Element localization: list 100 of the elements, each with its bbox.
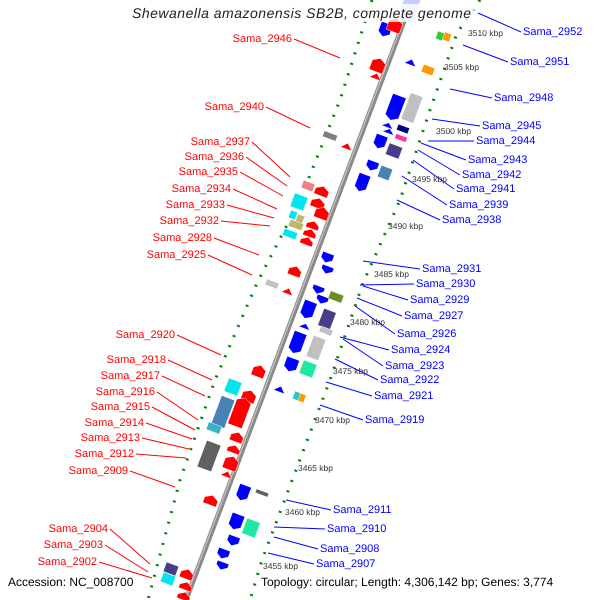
- gene-label: Sama_2904: [48, 522, 108, 536]
- gene-label: Sama_2913: [80, 431, 140, 445]
- leader-line: [208, 254, 252, 276]
- leader-line: [146, 422, 192, 440]
- gene-label: Sama_2941: [456, 182, 516, 196]
- gene-label: Sama_2918: [106, 353, 166, 367]
- leader-line: [220, 220, 270, 226]
- gene-label: Sama_2948: [494, 91, 554, 105]
- leader-line: [334, 358, 378, 380]
- leader-line: [362, 260, 420, 270]
- leader-line: [428, 140, 474, 142]
- gene-label: Sama_2920: [116, 328, 175, 342]
- leader-line: [162, 376, 206, 396]
- gene-label: Sama_2903: [44, 538, 103, 552]
- gene-label: Sama_2909: [68, 464, 128, 478]
- gene-label: Sama_2912: [74, 447, 134, 461]
- leader-line: [232, 188, 278, 210]
- gene-label: Sama_2924: [391, 343, 450, 357]
- gene-label: Sama_2902: [38, 555, 97, 569]
- leader-line: [356, 298, 402, 316]
- leader-line: [420, 142, 466, 160]
- gene-label: Sama_2937: [190, 135, 250, 149]
- leader-line: [104, 544, 148, 572]
- gene-label: Sama_2951: [510, 55, 570, 69]
- gene-label: Sama_2945: [482, 119, 542, 133]
- gene-label: Sama_2944: [476, 134, 536, 148]
- leader-line: [326, 382, 372, 396]
- gene-label: Sama_2910: [327, 522, 386, 536]
- leader-line: [142, 438, 190, 450]
- scale-label: 3470 kbp: [315, 415, 350, 425]
- footer-text: Accession: NC_008700: [8, 575, 134, 589]
- leader-line: [136, 454, 186, 458]
- gene-label: Sama_2921: [374, 389, 434, 403]
- gene-label: Sama_2927: [404, 309, 464, 323]
- gene-label: Sama_2923: [385, 359, 444, 373]
- gene-label: Sama_2938: [442, 213, 502, 227]
- leader-line: [462, 44, 508, 62]
- leader-line: [342, 338, 384, 366]
- leader-line: [268, 552, 314, 564]
- title: Shewanella amazonensis SB2B, complete genome: [130, 4, 474, 22]
- footer-text: Topology: circular; Length: 4,306,142 bp; Genes: 3,774: [261, 575, 554, 589]
- scale-label: 3485 kbp: [374, 269, 409, 279]
- leader-line: [432, 118, 480, 126]
- gene-label: Sama_2942: [462, 168, 522, 182]
- leader-line: [176, 334, 222, 356]
- gene-label: Sama_2925: [146, 248, 206, 262]
- leader-line: [396, 200, 440, 220]
- leader-line: [340, 336, 390, 350]
- gene-label: Sama_2943: [468, 153, 528, 167]
- leader-line: [286, 500, 332, 510]
- gene-label: Sama_2907: [316, 557, 376, 571]
- gene-label: Sama_2917: [100, 369, 160, 383]
- leader-line: [418, 150, 460, 176]
- gene-label: Sama_2926: [397, 327, 456, 341]
- leader-line: [110, 528, 150, 564]
- leader-line: [152, 406, 196, 430]
- leader-line: [214, 238, 260, 256]
- leader-line: [450, 88, 492, 98]
- leader-line: [412, 160, 454, 190]
- gene-label: Sama_2936: [184, 150, 244, 164]
- leader-line: [354, 306, 396, 334]
- scale-label: 3505 kbp: [444, 62, 479, 72]
- scale-label: 3460 kbp: [285, 507, 320, 517]
- gene-label: Sama_2939: [449, 198, 508, 212]
- gene-label: Sama_2931: [422, 262, 482, 276]
- leader-line: [274, 526, 326, 530]
- leader-line: [252, 142, 290, 178]
- leader-line: [360, 284, 414, 286]
- leader-line: [98, 562, 152, 578]
- leader-line: [240, 172, 284, 196]
- leader-line: [246, 156, 288, 186]
- gene-label: Sama_2915: [90, 400, 150, 414]
- leader-line: [294, 38, 340, 58]
- leader-line: [478, 12, 522, 32]
- leader-line: [402, 176, 448, 206]
- gene-label: Sama_2932: [160, 214, 219, 228]
- scale-label: 3465 kbp: [298, 463, 333, 473]
- leader-line: [226, 204, 274, 218]
- gene-label: Sama_2930: [416, 277, 476, 291]
- gene-label: Sama_2908: [320, 542, 380, 556]
- gene-label: Sama_2914: [84, 416, 144, 430]
- gene-label: Sama_2929: [410, 293, 470, 307]
- leader-line: [266, 106, 310, 128]
- leader-line: [130, 470, 176, 488]
- scale-label: 3510 kbp: [468, 28, 503, 38]
- scale-label: 3490 kbp: [388, 221, 423, 231]
- gene-label: Sama_2952: [523, 25, 582, 39]
- gene-label: Sama_2933: [166, 198, 225, 212]
- gene-label: Sama_2935: [178, 165, 238, 179]
- gene-label: Sama_2916: [96, 385, 155, 399]
- gene-label: Sama_2940: [204, 100, 264, 114]
- leader-line: [362, 286, 408, 300]
- leader-line: [168, 360, 212, 380]
- gene-label: Sama_2934: [172, 182, 231, 196]
- scale-label: 3455 kbp: [263, 561, 298, 571]
- gene-label: Sama_2922: [380, 373, 440, 387]
- gene-label: Sama_2928: [152, 231, 212, 245]
- gene-label: Sama_2946: [232, 32, 292, 46]
- leader-line: [156, 392, 198, 420]
- gene-label: Sama_2919: [365, 413, 424, 427]
